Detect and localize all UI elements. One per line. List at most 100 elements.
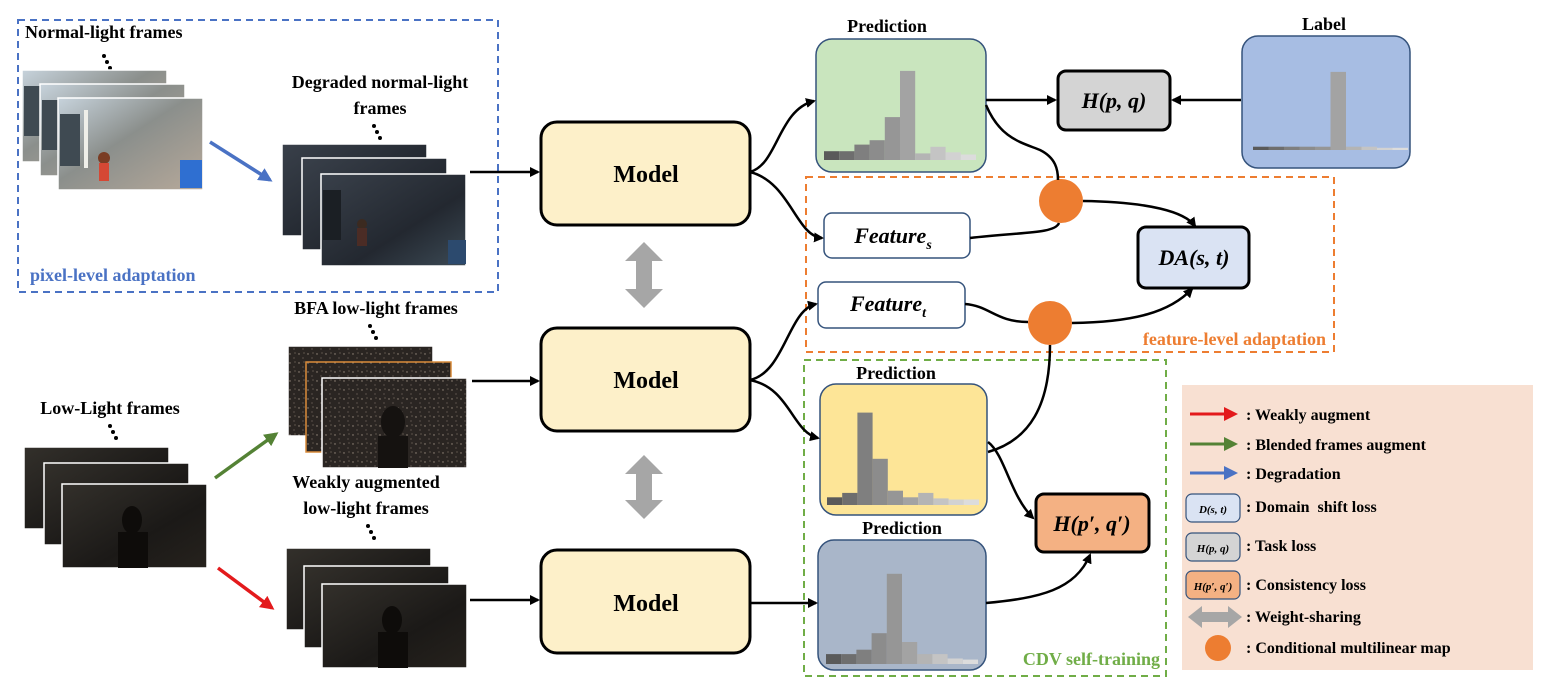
weight-sharing-arrow-2: [625, 455, 663, 519]
histogram-bar: [826, 654, 842, 664]
dots-degraded: [372, 124, 382, 140]
histogram-mid: [827, 412, 979, 505]
bfa-frames: [287, 345, 468, 469]
consistency-loss-box: H(p′, q′): [1034, 492, 1151, 554]
histogram-bar: [1377, 147, 1393, 150]
histogram-bar: [903, 497, 919, 505]
label-panel: Label: [1241, 14, 1411, 169]
histogram-bar: [915, 153, 931, 160]
dots-bfa: [368, 324, 378, 340]
histogram-bar: [918, 492, 934, 505]
histogram-bar: [871, 633, 887, 664]
histogram-bar: [900, 70, 916, 160]
feature-level-region: feature-level adaptation: [805, 176, 1335, 353]
task-loss-text: H(p, q): [1081, 88, 1147, 113]
histogram-bar: [1392, 147, 1408, 150]
legend-text-degradation: : Degradation: [1246, 466, 1341, 483]
model-top-label: Model: [613, 162, 679, 188]
domain-loss-box: DA(s, t): [1136, 225, 1251, 290]
histogram-bar: [932, 654, 948, 664]
histogram-bar: [857, 412, 873, 505]
legend-consistency-box-icon: H(p′, q′): [1185, 570, 1241, 600]
histogram-label: [1253, 71, 1408, 150]
histogram-bar: [945, 152, 961, 160]
histogram-bar: [960, 154, 976, 160]
model-bot: Model: [539, 548, 752, 655]
histogram-bar: [1315, 146, 1331, 150]
histogram-bar: [1330, 71, 1346, 150]
histogram-bar: [917, 654, 933, 664]
bfa-label: BFA low-light frames: [294, 298, 458, 318]
legend-orange-circle-icon: [1205, 635, 1231, 661]
feature-t-base: Feature: [849, 291, 922, 316]
prediction-bot-title: Prediction: [862, 518, 942, 538]
histogram-bar: [1361, 146, 1377, 150]
histogram-bar: [856, 649, 872, 664]
histogram-bar: [1253, 146, 1269, 150]
svg-text:H(p′, q′): H(p′, q′): [1193, 581, 1233, 593]
feature-s-sub: s: [925, 238, 932, 253]
weak-frames: [285, 547, 468, 669]
histogram-bar: [1346, 146, 1362, 150]
dots-low: [108, 424, 118, 440]
degradation-arrow: [209, 140, 273, 182]
cdv-region: CDV self-training: [803, 359, 1167, 677]
connectors: [749, 95, 1241, 608]
prediction-mid-panel: Prediction: [819, 363, 988, 516]
feature-s-box: Features: [823, 212, 971, 259]
feature-t-box: Featuret: [817, 281, 966, 329]
legend-text-blended: : Blended frames augment: [1246, 437, 1427, 454]
prediction-top-panel: Prediction: [815, 16, 987, 173]
histogram-bar: [839, 151, 855, 160]
dots-normal: [102, 54, 112, 70]
histogram-bar: [948, 499, 964, 505]
degraded-label-line2: frames: [354, 98, 407, 118]
feature-t-sub: t: [922, 306, 927, 321]
degraded-label-line1: Degraded normal-light: [292, 72, 468, 92]
label-title: Label: [1302, 14, 1346, 34]
histogram-bar: [869, 140, 885, 160]
degraded-frames: [281, 143, 467, 267]
histogram-bar: [1268, 146, 1284, 150]
legend-task-box-icon: H(p, q): [1185, 532, 1241, 562]
histogram-bar: [933, 498, 949, 505]
histogram-bar: [842, 492, 858, 505]
histogram-bar: [872, 458, 888, 505]
histogram-bar: [827, 497, 843, 505]
histogram-bar: [902, 642, 918, 664]
model-bot-label: Model: [613, 591, 679, 617]
legend-text-domain: : Domain shift loss: [1246, 499, 1377, 516]
histogram-bar: [962, 659, 978, 664]
weak-label-line2: low-light frames: [303, 498, 428, 518]
weak-augment-arrow: [216, 566, 275, 610]
svg-text:Features: Features: [853, 223, 932, 253]
svg-text:D(s, t): D(s, t): [1198, 504, 1227, 516]
histogram-bar: [963, 499, 979, 505]
legend: D(s, t) H(p, q) H(p′, q′) : Weakly augme…: [1182, 385, 1533, 670]
pixel-level-label: pixel-level adaptation: [30, 265, 196, 285]
consistency-loss-text: H(p′, q′): [1052, 511, 1130, 536]
legend-text-map: : Conditional multilinear map: [1246, 640, 1451, 657]
weak-label-line1: Weakly augmented: [292, 472, 440, 492]
legend-text-consistency: : Consistency loss: [1246, 577, 1366, 594]
prediction-top-title: Prediction: [847, 16, 927, 36]
histogram-bar: [854, 144, 870, 160]
normal-light-label: Normal-light frames: [25, 22, 182, 42]
multilinear-map-bot: [1028, 301, 1072, 345]
svg-text:Featuret: Featuret: [849, 291, 927, 321]
weight-sharing-arrow-1: [625, 242, 663, 308]
prediction-bot-panel: Prediction: [817, 518, 987, 671]
histogram-bar: [887, 490, 903, 505]
legend-text-task: : Task loss: [1246, 538, 1316, 555]
low-light-frames: [23, 446, 208, 569]
histogram-bar: [947, 658, 963, 664]
model-mid: Model: [539, 326, 752, 433]
model-mid-label: Model: [613, 368, 679, 394]
normal-light-frames: [21, 69, 204, 191]
legend-double-arrow-icon: [1188, 606, 1242, 628]
legend-text-weak: : Weakly augment: [1246, 407, 1371, 424]
histogram-top: [824, 70, 976, 160]
low-light-label: Low-Light frames: [40, 398, 179, 418]
feature-s-base: Feature: [853, 223, 926, 248]
